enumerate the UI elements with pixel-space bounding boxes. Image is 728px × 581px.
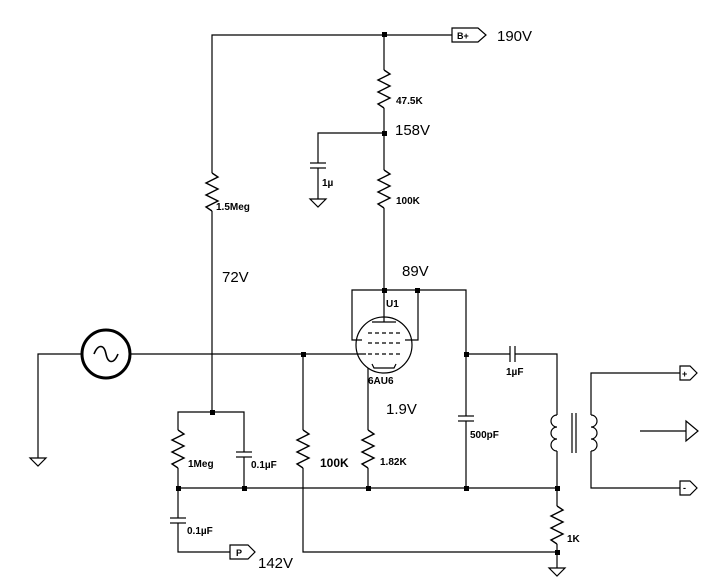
- wire-158-to-1u-cap: [317, 132, 384, 163]
- transformer: [550, 413, 598, 453]
- wire-input-ground: [37, 353, 82, 458]
- junction-bus-4: [464, 486, 469, 491]
- port-p-label: P: [236, 548, 242, 558]
- output-arrow-head: [685, 419, 699, 443]
- capacitor-500pf-label: 500pF: [470, 430, 499, 441]
- resistor-100k-plate: [376, 169, 392, 209]
- wire-sec-top: [590, 372, 680, 415]
- wire-bias-left: [177, 411, 212, 430]
- port-p: [229, 544, 256, 560]
- junction-bplus: [382, 32, 387, 37]
- resistor-100k-grid: [295, 429, 311, 469]
- voltage-158: 158V: [395, 122, 430, 139]
- port-out-plus: [679, 365, 698, 381]
- voltage-bplus: 190V: [497, 28, 532, 45]
- port-bplus: [451, 27, 487, 43]
- capacitor-bias-label: 0.1µF: [251, 460, 277, 471]
- resistor-100k-plate-label: 100K: [396, 196, 421, 207]
- capacitor-ground-label: 0.1µF: [187, 526, 213, 537]
- wire-suppressor: [405, 290, 419, 341]
- resistor-47k-label: 47.5K: [396, 96, 423, 107]
- resistor-1_82k: [360, 429, 376, 469]
- tube-ref-label: U1: [386, 299, 399, 310]
- resistor-100k-grid-label: 100K: [320, 456, 349, 470]
- ground-output: [547, 567, 567, 577]
- resistor-1_5meg: [204, 172, 220, 212]
- junction-bottom: [555, 550, 560, 555]
- wire-cap2-to-p: [177, 523, 230, 553]
- resistor-1_82k-label: 1.82K: [380, 457, 407, 468]
- capacitor-1u-label: 1µ: [322, 178, 334, 189]
- resistor-1meg: [170, 429, 186, 469]
- wire-100k-to-bottom: [302, 468, 557, 553]
- wire-sec-bottom: [590, 451, 680, 489]
- port-out-minus-label: -: [683, 483, 686, 493]
- port-out-minus: [679, 480, 698, 496]
- resistor-1k-label: 1K: [567, 534, 581, 545]
- port-bplus-label: B+: [457, 31, 469, 41]
- sine-icon: [93, 345, 119, 363]
- capacitor-coupling-label: 1µF: [506, 367, 523, 378]
- ground-input: [28, 457, 48, 467]
- tube-u1: [355, 290, 413, 380]
- voltage-plate: 89V: [402, 263, 429, 280]
- voltage-p: 142V: [258, 555, 293, 572]
- wire-screen-right: [384, 289, 467, 354]
- junction-bus-2: [242, 486, 247, 491]
- resistor-47k: [376, 69, 392, 109]
- resistor-1meg-label: 1Meg: [188, 459, 214, 470]
- voltage-bias: 72V: [222, 269, 249, 286]
- wire-top-rail: [211, 34, 452, 173]
- port-out-plus-label: +: [682, 369, 687, 379]
- ground-1u: [308, 198, 328, 208]
- wire-bias-right: [212, 411, 245, 452]
- wire-coupling-to-xfmr: [515, 353, 558, 415]
- resistor-1_5meg-label: 1.5Meg: [216, 202, 250, 213]
- resistor-1k: [549, 505, 565, 545]
- junction-bus-3: [366, 486, 371, 491]
- voltage-cathode: 1.9V: [386, 401, 417, 418]
- tube-type-label: 6AU6: [368, 376, 394, 387]
